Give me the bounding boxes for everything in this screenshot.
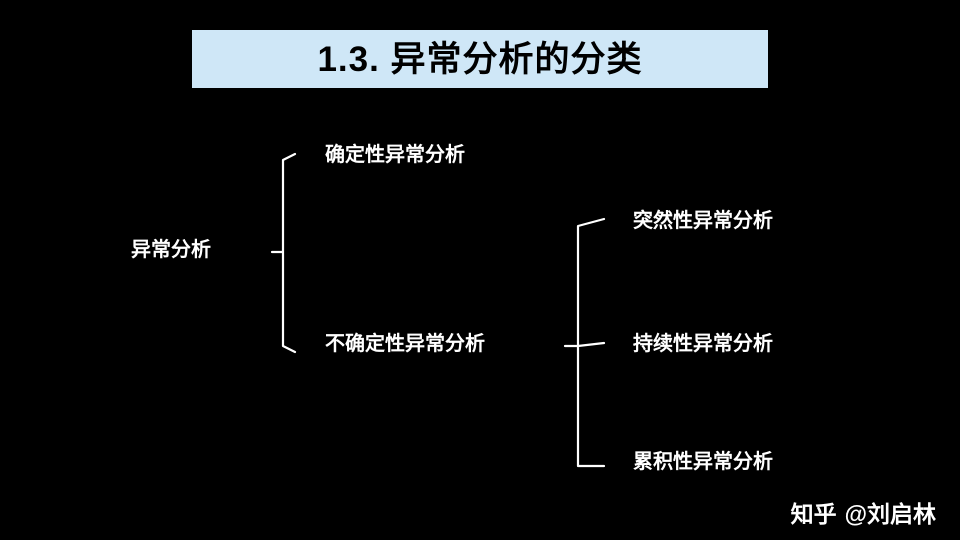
- title-banner: 1.3. 异常分析的分类: [192, 30, 768, 88]
- node-uncertain: 不确定性异常分析: [325, 333, 485, 355]
- page-title: 1.3. 异常分析的分类: [317, 39, 643, 79]
- watermark: 知乎 @刘启林: [791, 503, 936, 526]
- watermark-username: @刘启林: [844, 501, 936, 527]
- node-root: 异常分析: [131, 239, 211, 261]
- node-cumulative: 累积性异常分析: [633, 451, 773, 473]
- node-deterministic: 确定性异常分析: [325, 144, 465, 166]
- zhihu-logo: 知乎: [790, 501, 837, 527]
- brace-uncertain: [563, 217, 606, 468]
- node-continuous: 持续性异常分析: [633, 333, 773, 355]
- node-sudden: 突然性异常分析: [633, 210, 773, 232]
- brace-root: [270, 152, 297, 354]
